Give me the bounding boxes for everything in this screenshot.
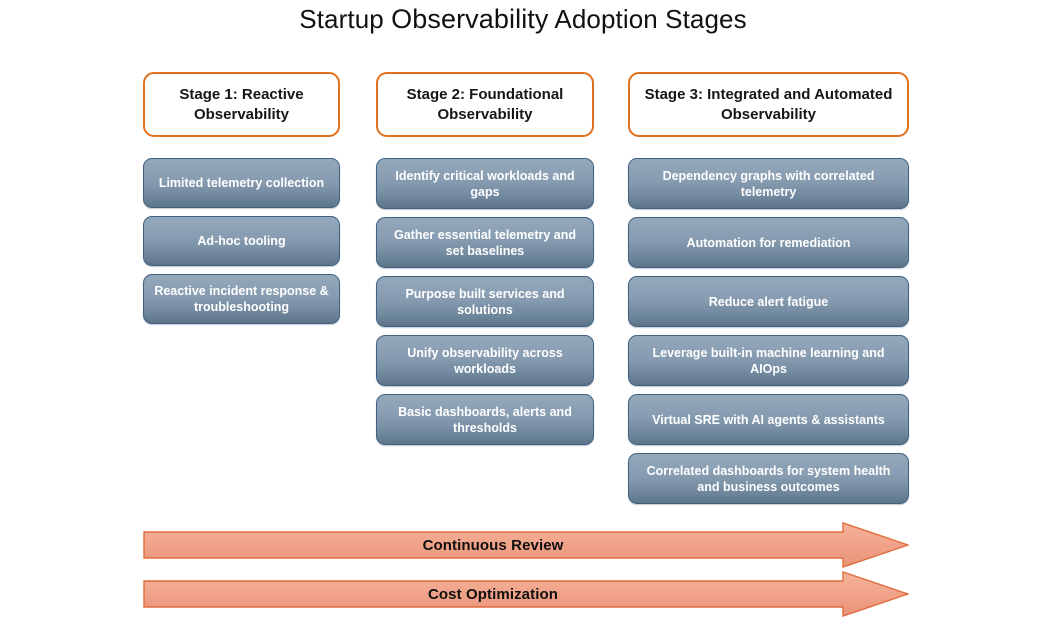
stage-2-item-5[interactable]: Basic dashboards, alerts and thresholds [376,394,594,445]
right-arrow-icon [143,571,909,617]
page-title-part-2: Observability [391,4,549,34]
stage-3-item-6[interactable]: Correlated dashboards for system health … [628,453,909,504]
stage-1-item-list: Limited telemetry collection Ad-hoc tool… [143,158,340,324]
continuous-review-arrow[interactable]: Continuous Review [143,522,909,568]
right-arrow-icon [143,522,909,568]
stage-3-item-4[interactable]: Leverage built-in machine learning and A… [628,335,909,386]
cost-optimization-label: Cost Optimization [427,585,559,603]
stage-2-item-list: Identify critical workloads and gaps Gat… [376,158,594,445]
page-title-part-3: Adoption Stages [548,4,747,34]
continuous-review-label: Continuous Review [422,536,564,554]
page-title: Startup Observability Adoption Stages [0,4,1046,35]
stage-3-header: Stage 3: Integrated and Automated Observ… [628,72,909,137]
stage-column-2: Stage 2: Foundational Observability Iden… [376,72,594,445]
stage-3-item-list: Dependency graphs with correlated teleme… [628,158,909,504]
stage-2-header: Stage 2: Foundational Observability [376,72,594,137]
stage-3-item-5[interactable]: Virtual SRE with AI agents & assistants [628,394,909,445]
stage-1-item-2[interactable]: Ad-hoc tooling [143,216,340,266]
stage-3-item-3[interactable]: Reduce alert fatigue [628,276,909,327]
stage-column-3: Stage 3: Integrated and Automated Observ… [628,72,909,504]
stage-column-1: Stage 1: Reactive Observability Limited … [143,72,340,324]
stage-2-item-4[interactable]: Unify observability across workloads [376,335,594,386]
stage-3-item-2[interactable]: Automation for remediation [628,217,909,268]
stage-1-item-1[interactable]: Limited telemetry collection [143,158,340,208]
stage-2-item-3[interactable]: Purpose built services and solutions [376,276,594,327]
stage-1-header: Stage 1: Reactive Observability [143,72,340,137]
stage-3-item-1[interactable]: Dependency graphs with correlated teleme… [628,158,909,209]
stage-2-item-2[interactable]: Gather essential telemetry and set basel… [376,217,594,268]
stage-2-item-1[interactable]: Identify critical workloads and gaps [376,158,594,209]
page-title-part-1: Startup [299,4,392,34]
cost-optimization-arrow[interactable]: Cost Optimization [143,571,909,617]
stage-1-item-3[interactable]: Reactive incident response & troubleshoo… [143,274,340,324]
